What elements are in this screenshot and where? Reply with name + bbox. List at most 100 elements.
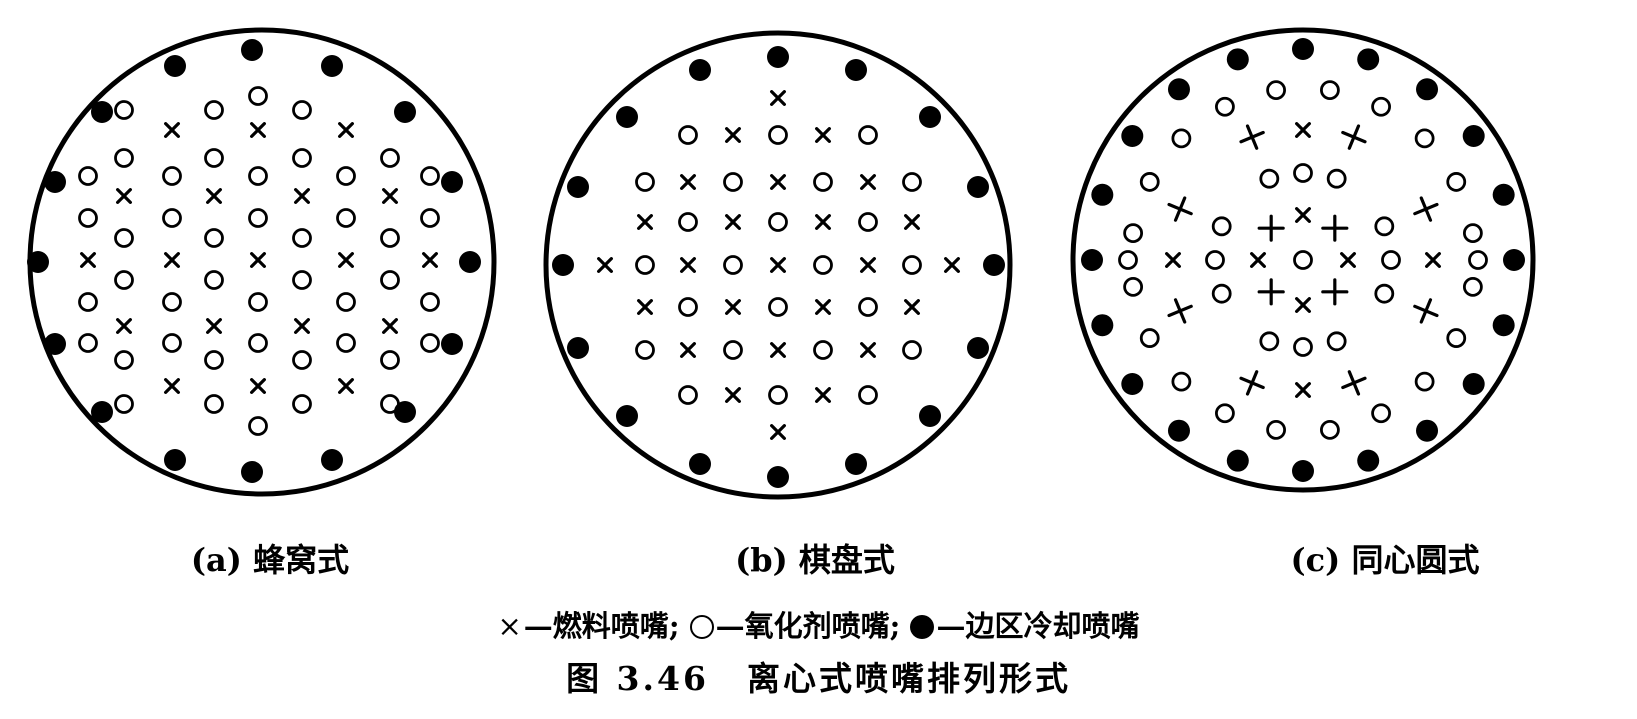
cooling-nozzle — [567, 176, 589, 198]
fuel-nozzle — [815, 387, 831, 403]
fuel-nozzle — [338, 378, 354, 394]
oxidizer-nozzle — [114, 350, 134, 370]
figure-number: 图 3.46 — [566, 659, 709, 698]
cooling-nozzle — [164, 449, 186, 471]
oxidizer-nozzle — [1374, 216, 1395, 237]
fuel-nozzle — [815, 299, 831, 315]
oxidizer-nozzle — [336, 166, 356, 186]
fuel-nozzle — [680, 257, 696, 273]
legend-fuel-label: 燃料喷嘴 — [552, 609, 669, 643]
fuel-nozzle — [725, 299, 741, 315]
fuel-nozzle — [1341, 370, 1367, 396]
oxidizer-nozzle — [1293, 163, 1313, 183]
fuel-nozzle — [770, 257, 786, 273]
fuel-nozzle — [1321, 214, 1349, 242]
cooling-nozzle — [1492, 183, 1515, 206]
cooling-nozzle — [1121, 373, 1144, 396]
oxidizer-nozzle — [1326, 331, 1347, 352]
fuel-nozzle — [1413, 298, 1439, 324]
fuel-nozzle — [904, 214, 920, 230]
cooling-nozzle — [1462, 124, 1485, 147]
oxidizer-nozzle — [336, 292, 356, 312]
oxidizer-nozzle — [723, 340, 743, 360]
fuel-nozzle — [770, 90, 786, 106]
cooling-nozzle — [1081, 249, 1103, 271]
oxidizer-nozzle — [858, 125, 878, 145]
cooling-nozzle — [1492, 314, 1515, 337]
oxidizer-nozzle — [1462, 223, 1483, 243]
oxidizer-nozzle — [204, 394, 224, 414]
oxidizer-nozzle — [678, 385, 698, 405]
cooling-nozzle — [1292, 38, 1314, 60]
oxidizer-nozzle — [292, 100, 312, 120]
cooling-nozzle — [91, 401, 113, 423]
oxidizer-nozzle — [635, 340, 655, 360]
oxidizer-nozzle — [1371, 403, 1391, 424]
cooling-nozzle — [164, 55, 186, 77]
oxidizer-nozzle — [858, 297, 878, 317]
oxidizer-nozzle — [114, 270, 134, 290]
oxidizer-nozzle — [248, 416, 268, 436]
cooling-nozzle — [1357, 48, 1380, 71]
cooling-nozzle — [1416, 78, 1439, 101]
fuel-nozzle — [860, 342, 876, 358]
oxidizer-nozzle — [813, 172, 833, 192]
oxidizer-nozzle — [1381, 250, 1401, 270]
oxidizer-nozzle — [1446, 172, 1467, 192]
oxidizer-nozzle — [248, 292, 268, 312]
oxidizer-nozzle — [248, 86, 268, 106]
oxidizer-nozzle — [204, 270, 224, 290]
fuel-nozzle — [1295, 382, 1311, 398]
fuel-nozzle — [250, 122, 266, 138]
oxidizer-nozzle — [420, 208, 440, 228]
cooling-nozzle — [616, 405, 638, 427]
fuel-nozzle — [1295, 297, 1311, 313]
oxidizer-nozzle — [1123, 277, 1144, 297]
fuel-nozzle — [382, 318, 398, 334]
oxidizer-nozzle — [292, 228, 312, 248]
oxidizer-nozzle — [723, 255, 743, 275]
cooling-nozzle — [967, 337, 989, 359]
oxidizer-nozzle — [114, 100, 134, 120]
fuel-nozzle — [1257, 214, 1285, 242]
oxidizer-nozzle — [1215, 403, 1235, 424]
fuel-nozzle — [338, 252, 354, 268]
fuel-nozzle — [637, 299, 653, 315]
oxidizer-nozzle — [1118, 250, 1138, 270]
fuel-nozzle — [250, 252, 266, 268]
fuel-nozzle — [1340, 252, 1356, 268]
oxidizer-nozzle — [902, 255, 922, 275]
oxidizer-nozzle — [858, 212, 878, 232]
cooling-nozzle — [567, 337, 589, 359]
fuel-nozzle — [680, 174, 696, 190]
cooling-nozzle — [441, 171, 463, 193]
cooling-nozzle — [983, 254, 1005, 276]
oxidizer-nozzle — [292, 394, 312, 414]
oxidizer-nozzle — [1320, 80, 1340, 101]
fuel-nozzle — [1257, 278, 1285, 306]
oxidizer-nozzle — [768, 125, 788, 145]
oxidizer-nozzle — [1139, 328, 1160, 348]
oxidizer-nozzle — [1171, 128, 1192, 149]
fuel-nozzle — [770, 424, 786, 440]
legend-dash: — — [936, 609, 966, 643]
chamber-boundary-b — [543, 30, 1013, 500]
fuel-nozzle — [206, 188, 222, 204]
fuel-nozzle — [1341, 124, 1367, 150]
cooling-nozzle — [1292, 460, 1314, 482]
cooling-nozzle — [767, 466, 789, 488]
oxidizer-nozzle — [1293, 250, 1313, 270]
cooling-nozzle — [394, 101, 416, 123]
fuel-nozzle — [680, 342, 696, 358]
oxidizer-nozzle — [380, 270, 400, 290]
oxidizer-nozzle — [162, 208, 182, 228]
cooling-nozzle — [1167, 419, 1190, 442]
cooling-nozzle — [27, 251, 49, 273]
fuel-nozzle — [904, 299, 920, 315]
fuel-nozzle — [1295, 207, 1311, 223]
cooling-nozzle — [1226, 449, 1249, 472]
cooling-nozzle — [919, 405, 941, 427]
oxidizer-nozzle — [1259, 331, 1280, 352]
